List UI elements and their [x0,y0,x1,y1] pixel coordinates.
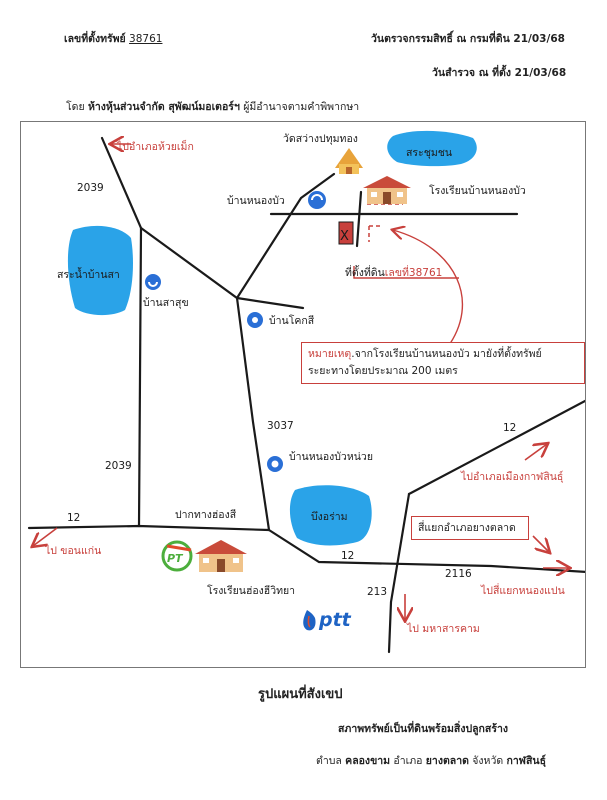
site-marker [338,221,354,245]
road-213 [387,492,411,654]
svg-text:PT: PT [167,552,184,565]
label-village-sasuk: บ้านสาสุข [143,297,189,309]
owner-line: โดย ห้างหุ้นส่วนจำกัด สุพัฒน์มอเตอร์ฯ ผู… [66,98,359,115]
arrow-khonkaen [33,527,58,546]
label-pond-bottom: บึงอร่าม [311,511,348,523]
pond-bottom [289,485,372,546]
label-junction: ปากทางฮ่องสี [175,509,237,521]
pond-left [67,225,133,316]
subdistrict-label: ตำบล [316,755,342,767]
map-title: รูปแผนที่สังเขป [258,687,343,702]
temple-icon [335,148,363,174]
site-label-prefix: ที่ตั้งที่ดิน [345,267,385,279]
road-label-2039-top: 2039 [77,182,104,194]
location-line: ตำบล คลองขาม อำเภอ ยางตลาด จังหวัด กาฬสิ… [316,752,546,769]
property-type: สภาพทรัพย์เป็นที่ดินพร้อมสิ่งปลูกสร้าง [338,723,508,735]
site-label-deed: เลขที่38761 [384,267,443,279]
district-value: ยางตลาด [425,755,469,767]
dir-khonkaen: ไป ขอนแก่น [45,545,102,557]
village-icon-nongbua [308,191,326,209]
school-icon-top [363,176,411,204]
roads [27,136,585,654]
road-label-2116: 2116 [445,568,472,580]
village-icon-khoksi [247,312,263,328]
arrow-kalasin [524,444,547,461]
svg-text:ptt: ptt [318,609,352,631]
road-12-east [267,528,585,573]
road-label-12-mid: 12 [341,550,355,562]
road-khoksi [235,296,305,310]
school-icon-bottom [195,540,247,572]
road-12-west [27,524,271,532]
subdistrict-value: คลองขาม [345,755,391,767]
village-icon-nongbuanoi [267,456,283,472]
road-label-2039-mid: 2039 [105,460,132,472]
note-line-2: ระยะทางโดยประมาณ 200 เมตร [308,365,458,377]
note-box: หมายเหตุ.จากโรงเรียนบ้านหนองบัว มายังที่… [301,342,585,384]
label-temple: วัดสว่างปทุมทอง [283,133,358,145]
province-value: กาฬสินธุ์ [506,755,546,767]
intersection-box: สี่แยกอำเภอยางตลาด [411,516,529,540]
check-date: วันตรวจกรรมสิทธิ์ ณ กรมที่ดิน 21/03/68 [371,33,565,45]
ptt-logo: ptt [303,609,352,631]
map-canvas: X [27,130,585,654]
road-label-12-left: 12 [67,512,81,524]
road-3037 [235,296,271,532]
label-village-nongbuanoi: บ้านหนองบัวหน่วย [289,451,373,463]
pt-logo: PT [161,540,193,572]
dir-nongpan: ไปสี่แยกหนองแปน [481,585,565,597]
label-pond-top: สระชุมชน [406,147,453,159]
arrow-intersection [532,535,549,552]
district-label: อำเภอ [393,755,423,767]
pond-top [387,130,477,167]
pointer-from-note [393,230,464,349]
label-village-nongbua: บ้านหนองบัว [227,195,285,207]
survey-date: วันสำรวจ ณ ที่ตั้ง 21/03/68 [432,67,567,79]
road-label-3037: 3037 [267,420,294,432]
site-x-mark: X [340,229,349,244]
site-dashed-outline [367,203,403,242]
deed-value: 38761 [129,33,163,45]
road-12-ne [407,399,585,496]
road-site-north [355,190,363,248]
pointer-to-site [353,266,459,279]
dir-huaymek: ไปอำเภอห้วยเม็ก [117,141,194,153]
road-label-213: 213 [367,586,388,598]
owner-role: ผู้มีอำนาจตามคำพิพากษา [243,101,360,113]
label-pond-left: สระน้ำบ้านสา [57,269,120,281]
note-line-1: หมายเหตุ.จากโรงเรียนบ้านหนองบัว มายังที่… [308,346,578,363]
province-label: จังหวัด [472,755,504,767]
label-school-bottom: โรงเรียนฮ่องฮีวิทยา [207,585,296,597]
deed-number: เลขที่ตั้งทรัพย์ 38761 [64,30,162,47]
note-text-1: .จากโรงเรียนบ้านหนองบัว มายังที่ตั้งทรัพ… [351,348,542,360]
road-nongbua [139,172,336,300]
map-frame: X [20,121,586,668]
label-school-top: โรงเรียนบ้านหนองบัว [429,185,526,197]
dir-kalasin: ไปอำเภอเมืองกาฬสินธุ์ [461,471,564,483]
dir-mahasarakham: ไป มหาสารคาม [407,623,480,635]
by-label: โดย [66,101,85,113]
label-village-khoksi: บ้านโคกสี [269,315,315,327]
company-name: ห้างหุ้นส่วนจำกัด สุพัฒน์มอเตอร์ฯ [87,101,240,113]
note-prefix: หมายเหตุ [308,348,352,360]
road-label-12-right: 12 [503,422,517,434]
village-icon-sasuk [145,274,161,290]
deed-label: เลขที่ตั้งทรัพย์ [64,33,126,45]
site-label: ที่ตั้งที่ดินเลขที่38761 [345,264,442,281]
